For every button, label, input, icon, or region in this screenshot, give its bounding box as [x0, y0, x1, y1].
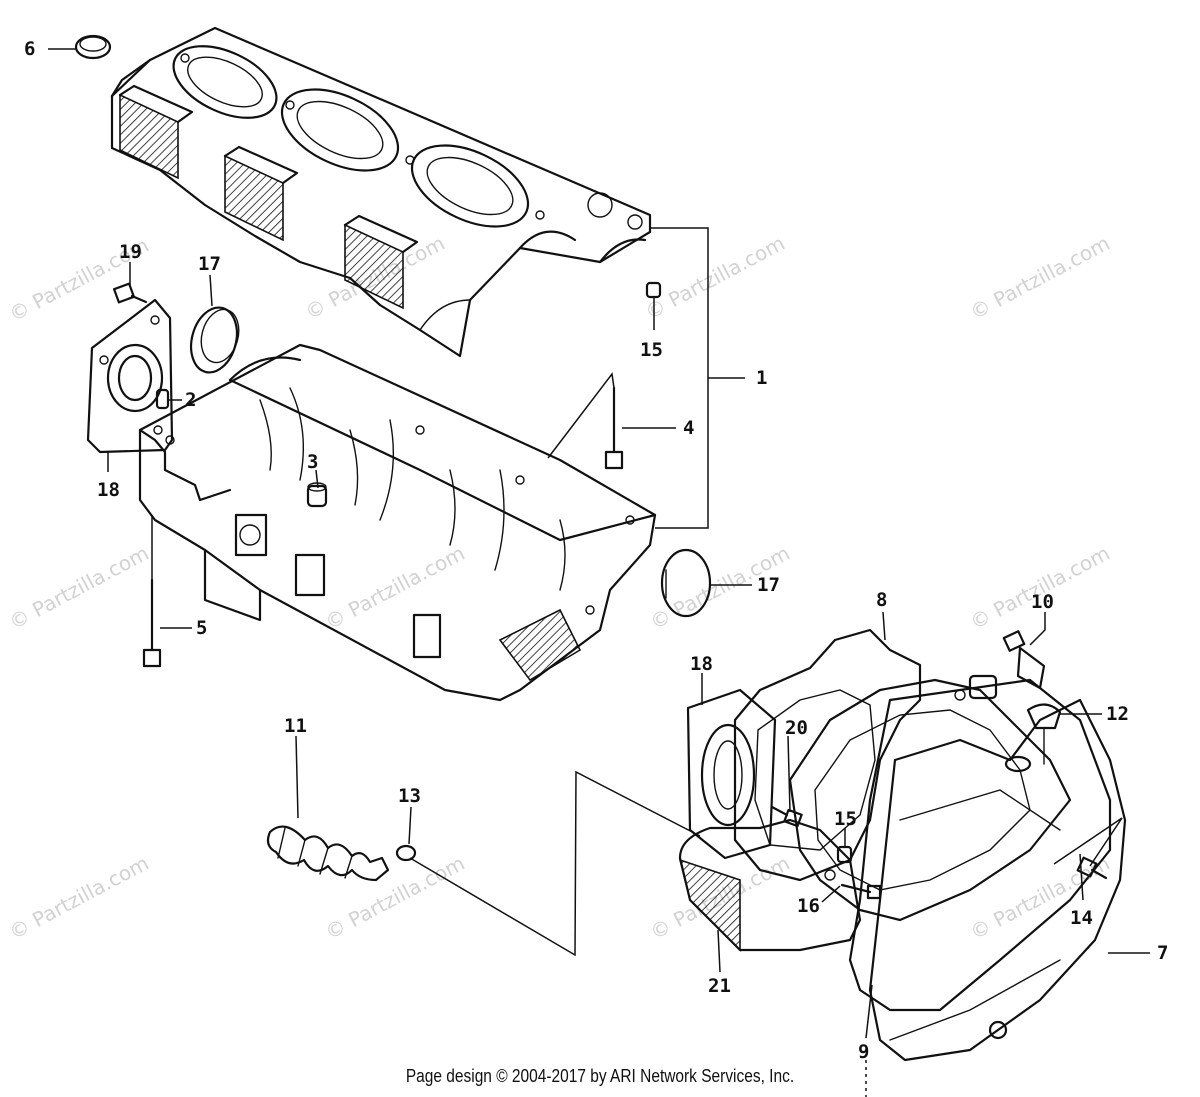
bushing-3 — [306, 482, 328, 508]
bolt-16 — [840, 883, 882, 900]
plug-17-lower — [660, 548, 712, 618]
callout-15: 15 — [640, 339, 663, 361]
boot-11 — [266, 825, 390, 882]
callout-17: 17 — [198, 253, 221, 275]
oil-seal-17-upper — [189, 306, 240, 374]
callout-4: 4 — [683, 417, 694, 439]
watermark: © Partzilla.com — [641, 231, 789, 325]
callout-3: 3 — [307, 451, 318, 473]
lower-crankcase — [138, 343, 657, 702]
cover-7 — [868, 698, 1127, 1062]
callout-15: 15 — [834, 808, 857, 830]
callout-labels: 6 19 17 2 18 3 5 15 1 4 17 8 10 18 12 20… — [24, 38, 1168, 1063]
clamp-13 — [395, 844, 417, 862]
watermark: © Partzilla.com — [321, 851, 469, 945]
cap-plug-6 — [74, 34, 112, 60]
callout-18: 18 — [690, 653, 713, 675]
cap-12 — [1026, 703, 1062, 765]
callout-13: 13 — [398, 785, 421, 807]
callout-18: 18 — [97, 479, 120, 501]
callout-2: 2 — [185, 389, 196, 411]
callout-16: 16 — [797, 895, 820, 917]
callout-7: 7 — [1157, 942, 1168, 964]
watermark: © Partzilla.com — [321, 541, 469, 635]
seal-plate-18-left — [86, 298, 174, 454]
callout-14: 14 — [1070, 907, 1093, 929]
callout-20: 20 — [785, 717, 808, 739]
bolt-19 — [112, 282, 148, 304]
callout-6: 6 — [24, 38, 35, 60]
gasket-8 — [733, 628, 922, 882]
callout-12: 12 — [1106, 703, 1129, 725]
seal-plate-18-right — [686, 688, 777, 860]
bolt-4 — [604, 386, 624, 470]
upper-crankcase — [110, 26, 652, 358]
watermark: © Partzilla.com — [966, 541, 1114, 635]
fitting-10 — [1002, 630, 1046, 690]
callout-10: 10 — [1031, 591, 1054, 613]
watermark: © Partzilla.com — [5, 851, 153, 945]
callout-11: 11 — [284, 715, 307, 737]
callout-19: 19 — [119, 241, 142, 263]
callout-21: 21 — [708, 975, 731, 997]
leader-lines — [48, 48, 1150, 1097]
callout-8: 8 — [876, 589, 887, 611]
dowel-pin-15-upper — [645, 281, 662, 299]
watermark: © Partzilla.com — [966, 231, 1114, 325]
callout-5: 5 — [196, 617, 207, 639]
callout-1: 1 — [756, 367, 767, 389]
dowel-pin-2 — [155, 388, 170, 410]
watermark: © Partzilla.com — [5, 541, 153, 635]
gasket-9 — [848, 678, 1112, 1012]
callout-17: 17 — [757, 574, 780, 596]
copyright-footer: Page design © 2004-2017 by ARI Network S… — [405, 1066, 795, 1086]
callout-9: 9 — [858, 1041, 869, 1063]
bolt-5 — [142, 578, 162, 668]
